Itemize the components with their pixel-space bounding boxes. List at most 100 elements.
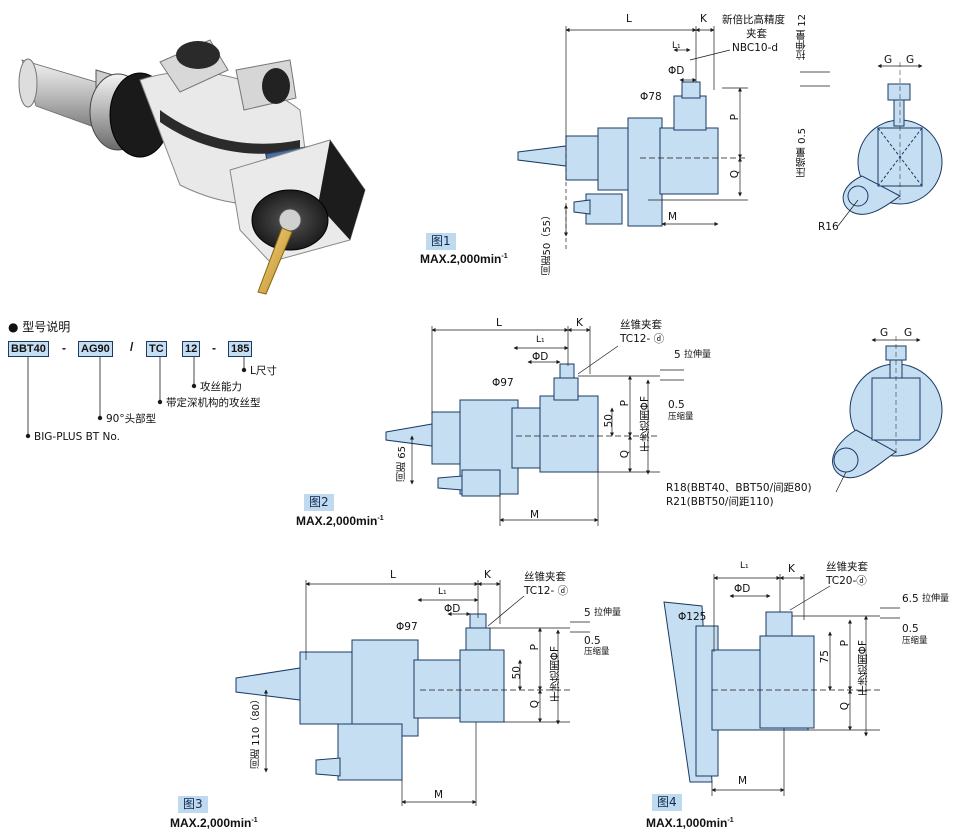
fig2-ext-txt: 拉伸量 [684, 350, 712, 360]
fig2-max-speed: MAX.2,000min-1 [296, 514, 384, 528]
fig1-dim-l1: L₁ [672, 41, 681, 51]
model-desc-head: 90°头部型 [106, 413, 157, 425]
fig2-ext-val: 5 [674, 349, 681, 361]
fig1-dim-g2: G [906, 54, 915, 66]
fig3-ext-val: 5 [584, 607, 591, 619]
fig2-radius-2: R21(BBT50/间距110) [666, 496, 774, 508]
fig1-dim-m: M [668, 211, 678, 223]
fig4-collet-line1: 丝锥夹套 [826, 561, 868, 573]
model-desc-length: L尺寸 [250, 365, 277, 377]
fig3-spacing: 间距 110（80） [251, 694, 262, 769]
fig2-dim-phid: ΦD [532, 351, 549, 363]
fig4-dim-p: P [839, 640, 851, 647]
fig3-dim-l: L [390, 569, 396, 581]
fig2-dim-k: K [576, 317, 583, 329]
fig4-ext-val: 6.5 [902, 593, 919, 605]
fig1-dim-k: K [700, 13, 707, 25]
fig1-compression: 压缩量 0.5 [797, 128, 808, 178]
fig3-dim-50: 50 [511, 666, 523, 680]
fig1-radius: R16 [818, 221, 839, 233]
figure-3-dimensions [263, 580, 590, 806]
fig4-collet-line2: TC20-ⓓ [826, 575, 867, 587]
fig3-dim-k: K [484, 569, 491, 581]
fig2-collet-line2: TC12- ⓓ [620, 333, 665, 345]
fig2-dim-l1: L₁ [536, 335, 545, 345]
fig2-dim-l: L [496, 317, 502, 329]
model-desc-shank: BIG-PLUS BT No. [34, 431, 120, 443]
model-part-type: TC [146, 341, 167, 357]
fig2-interference: 干涉范围ΦF [639, 396, 651, 453]
fig1-spacing: 间距50（55） [542, 210, 553, 276]
fig1-collet-line1: 新倍比高精度 [722, 14, 785, 26]
model-part-shank: BBT40 [8, 341, 49, 357]
figure-4-dimensions [711, 574, 900, 796]
fig2-dim-m: M [530, 509, 540, 521]
fig1-dim-phi-body: Φ78 [640, 91, 662, 103]
fig3-comp-val: 0.5 [584, 635, 601, 647]
fig4-interference: 干涉范围ΦF [857, 640, 869, 697]
fig4-ext-txt: 拉伸量 [922, 594, 950, 604]
model-desc-capacity: 攻丝能力 [200, 381, 242, 393]
fig4-dim-k: K [788, 563, 795, 575]
fig2-comp-val: 0.5 [668, 399, 685, 411]
fig4-comp-txt: 压缩量 [902, 636, 928, 646]
figure-2-dimensions [409, 326, 684, 526]
figure-2-side-view [832, 336, 943, 493]
fig1-dim-p: P [729, 114, 741, 121]
fig2-dim-g1: G [880, 327, 889, 339]
model-heading: ● 型号说明 [8, 320, 71, 334]
fig2-radius-1: R18(BBT40、BBT50/间距80) [666, 482, 812, 494]
fig3-max-speed: MAX.2,000min-1 [170, 816, 258, 830]
fig4-tag: 图4 [652, 794, 682, 811]
fig3-collet-line2: TC12- ⓓ [524, 585, 569, 597]
fig3-comp-txt: 压缩量 [584, 647, 610, 657]
fig4-comp-val: 0.5 [902, 623, 919, 635]
fig4-dim-l1: L₁ [740, 561, 749, 571]
model-sep-3: - [212, 341, 216, 355]
fig2-dim-p: P [619, 400, 631, 407]
fig1-extension: 拉伸量 12 [797, 14, 808, 60]
fig3-dim-q: Q [529, 700, 541, 709]
fig3-dim-phi-body: Φ97 [396, 621, 418, 633]
fig2-comp-txt: 压缩量 [668, 412, 694, 422]
fig2-dim-phi-body: Φ97 [492, 377, 514, 389]
fig3-tag: 图3 [178, 796, 208, 813]
fig1-dim-l: L [626, 13, 632, 25]
fig4-dim-75: 75 [819, 650, 831, 664]
model-code-leaders [25, 356, 247, 439]
fig4-dim-phi-body: Φ125 [678, 611, 707, 623]
fig1-max-speed: MAX.2,000min-1 [420, 252, 508, 266]
figure-1-dimensions [563, 26, 830, 250]
fig2-collet-line1: 丝锥夹套 [620, 319, 662, 331]
figure-4-drawing [663, 601, 815, 783]
fig2-spacing: 间距 65 [397, 446, 408, 482]
figure-1-side-view [837, 62, 943, 227]
figure-3-drawing [235, 613, 505, 781]
figure-2-drawing [385, 363, 599, 497]
fig1-dim-phid: ΦD [668, 65, 685, 77]
product-photo [18, 39, 366, 295]
fig3-dim-phid: ΦD [444, 603, 461, 615]
figure-1-drawing [517, 81, 719, 227]
model-part-length: 185 [228, 341, 253, 357]
model-desc-type: 带定深机构的攻丝型 [166, 397, 261, 409]
model-sep-1: - [62, 341, 66, 355]
fig2-dim-50: 50 [603, 414, 615, 428]
fig2-tag: 图2 [304, 494, 334, 511]
fig4-dim-m: M [738, 775, 748, 787]
fig4-dim-phid: ΦD [734, 583, 751, 595]
fig4-max-speed: MAX.1,000min-1 [646, 816, 734, 830]
fig3-ext-txt: 拉伸量 [594, 608, 622, 618]
fig2-dim-q: Q [619, 450, 631, 459]
fig3-collet-line1: 丝锥夹套 [524, 571, 566, 583]
model-sep-2: / [130, 340, 134, 354]
fig1-tag: 图1 [426, 233, 456, 250]
fig1-dim-q: Q [729, 170, 741, 179]
fig1-collet-line2: 夹套 [746, 28, 767, 40]
model-part-capacity: 12 [182, 341, 201, 357]
fig3-dim-l1: L₁ [438, 587, 447, 597]
fig3-interference: 干涉范围ΦF [549, 646, 561, 703]
fig2-dim-g2: G [904, 327, 913, 339]
fig1-dim-g1: G [884, 54, 893, 66]
